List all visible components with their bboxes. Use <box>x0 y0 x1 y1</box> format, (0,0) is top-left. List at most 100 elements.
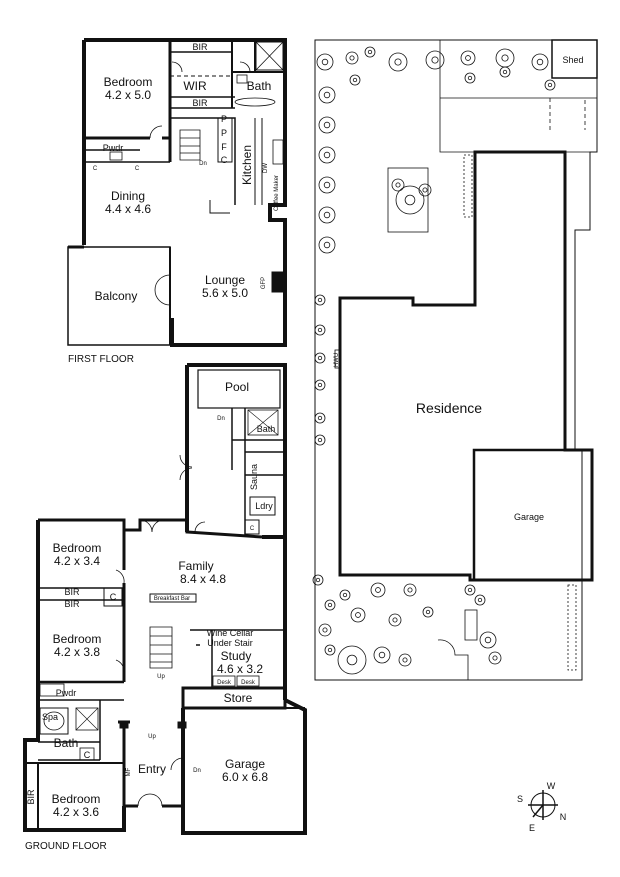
tree-center-icon <box>317 382 323 388</box>
wir-label: WIR <box>183 79 207 93</box>
mf-label: MF <box>126 767 132 776</box>
tree-center-icon <box>342 592 348 598</box>
site-plan <box>314 39 598 681</box>
tree-center-icon <box>402 657 408 663</box>
dining-label: Dining <box>111 189 145 203</box>
tree-icon <box>495 48 515 68</box>
tree-center-icon <box>323 211 331 219</box>
tree-icon <box>364 46 376 58</box>
tree-icon <box>339 589 351 601</box>
bedroom-2-label: Bedroom <box>53 632 102 646</box>
tree-center-icon <box>492 655 498 661</box>
pantry-2-label: P <box>221 128 227 138</box>
pantry-1-label: P <box>221 114 227 124</box>
bir-2-label: BIR <box>64 599 80 609</box>
study-label: Study <box>221 649 252 663</box>
tree-icon <box>314 352 326 364</box>
garage-dn-label: Dn <box>193 768 201 774</box>
bedroom-3-size: 4.2 x 3.6 <box>53 805 99 819</box>
tree-icon <box>388 613 402 627</box>
ldry-cupboard-label: C <box>250 526 255 532</box>
ground-garage-size: 6.0 x 6.8 <box>222 770 268 784</box>
bedroom-1-size: 4.2 x 3.4 <box>54 554 100 568</box>
first-bath-label: Bath <box>247 79 272 93</box>
tree-icon <box>314 412 326 424</box>
tree-center-icon <box>323 151 331 159</box>
first-floor-title: FIRST FLOOR <box>68 354 134 365</box>
tree-icon <box>337 645 367 675</box>
tree-center-icon <box>323 181 331 189</box>
bir-bottom-label: BIR <box>192 98 208 108</box>
tree-center-icon <box>467 587 473 593</box>
tree-icon <box>350 607 366 623</box>
tree-center-icon <box>407 587 413 593</box>
kitchen-label: Kitchen <box>240 145 254 185</box>
tree-center-icon <box>378 651 386 659</box>
tree-icon <box>312 574 324 586</box>
first-dn-label: Dn <box>199 161 207 167</box>
cupboard-label-3: C <box>135 166 140 172</box>
tree-icon <box>318 116 336 134</box>
first-pwdr-label: Pwdr <box>103 143 124 153</box>
ground-garage-label: Garage <box>225 757 265 771</box>
tree-center-icon <box>327 602 333 608</box>
tree-icon <box>488 651 502 665</box>
ground-floor-plan <box>23 363 307 835</box>
spa-label: Spa <box>42 712 58 722</box>
tree-icon <box>314 434 326 446</box>
tree-center-icon <box>394 58 402 66</box>
ground-bath-label: Bath <box>54 736 79 750</box>
tree-icon <box>349 74 361 86</box>
tree-icon <box>324 644 336 656</box>
dining-size: 4.4 x 4.6 <box>105 202 151 216</box>
tree-icon <box>531 53 549 71</box>
tree-center-icon <box>502 69 508 75</box>
family-label: Family <box>178 559 213 573</box>
entry-up-label: Up <box>148 734 156 740</box>
pool-bath-label: Bath <box>257 424 276 434</box>
tree-center-icon <box>501 54 509 62</box>
tree-icon <box>499 66 511 78</box>
shed-label: Shed <box>562 55 583 65</box>
breakfast-bar-label: Breakfast Bar <box>154 596 190 602</box>
tree-icon <box>318 86 336 104</box>
tree-center-icon <box>395 182 401 188</box>
tree-center-icon <box>392 617 398 623</box>
tree-center-icon <box>327 647 333 653</box>
lounge-label: Lounge <box>205 273 245 287</box>
cupboard-label-2: C <box>93 166 98 172</box>
tree-center-icon <box>375 587 381 593</box>
tree-center-icon <box>425 609 431 615</box>
site-garage-label: Garage <box>514 512 544 522</box>
tree-icon <box>403 583 417 597</box>
ground-floor-title: GROUND FLOOR <box>25 841 107 852</box>
pool-dn-label: Dn <box>217 416 225 422</box>
tree-icon <box>314 379 326 391</box>
balcony-label: Balcony <box>95 289 138 303</box>
tree-icon <box>464 584 476 596</box>
bir-3-label: BIR <box>26 789 36 805</box>
tree-icon <box>422 606 434 618</box>
tree-center-icon <box>536 58 544 66</box>
tree-center-icon <box>315 577 321 583</box>
tree-icon <box>318 176 336 194</box>
ldry-label: Ldry <box>255 501 273 511</box>
bir-top-label: BIR <box>192 42 208 52</box>
tree-center-icon <box>355 612 361 618</box>
tree-icon <box>425 50 445 70</box>
tree-icon <box>318 236 336 254</box>
tree-icon <box>370 582 386 598</box>
hwu-label: HWU <box>334 353 340 367</box>
tree-icon <box>474 594 486 606</box>
under-stair-label: Under Stair <box>207 638 253 648</box>
tree-center-icon <box>321 58 329 66</box>
tree-center-icon <box>422 187 428 193</box>
dw-label: DW <box>263 163 269 173</box>
tree-center-icon <box>349 55 355 61</box>
tree-center-icon <box>322 627 328 633</box>
bedroom-3-label: Bedroom <box>52 792 101 806</box>
study-size: 4.6 x 3.2 <box>217 662 263 676</box>
tree-icon <box>418 183 432 197</box>
tree-center-icon <box>323 121 331 129</box>
